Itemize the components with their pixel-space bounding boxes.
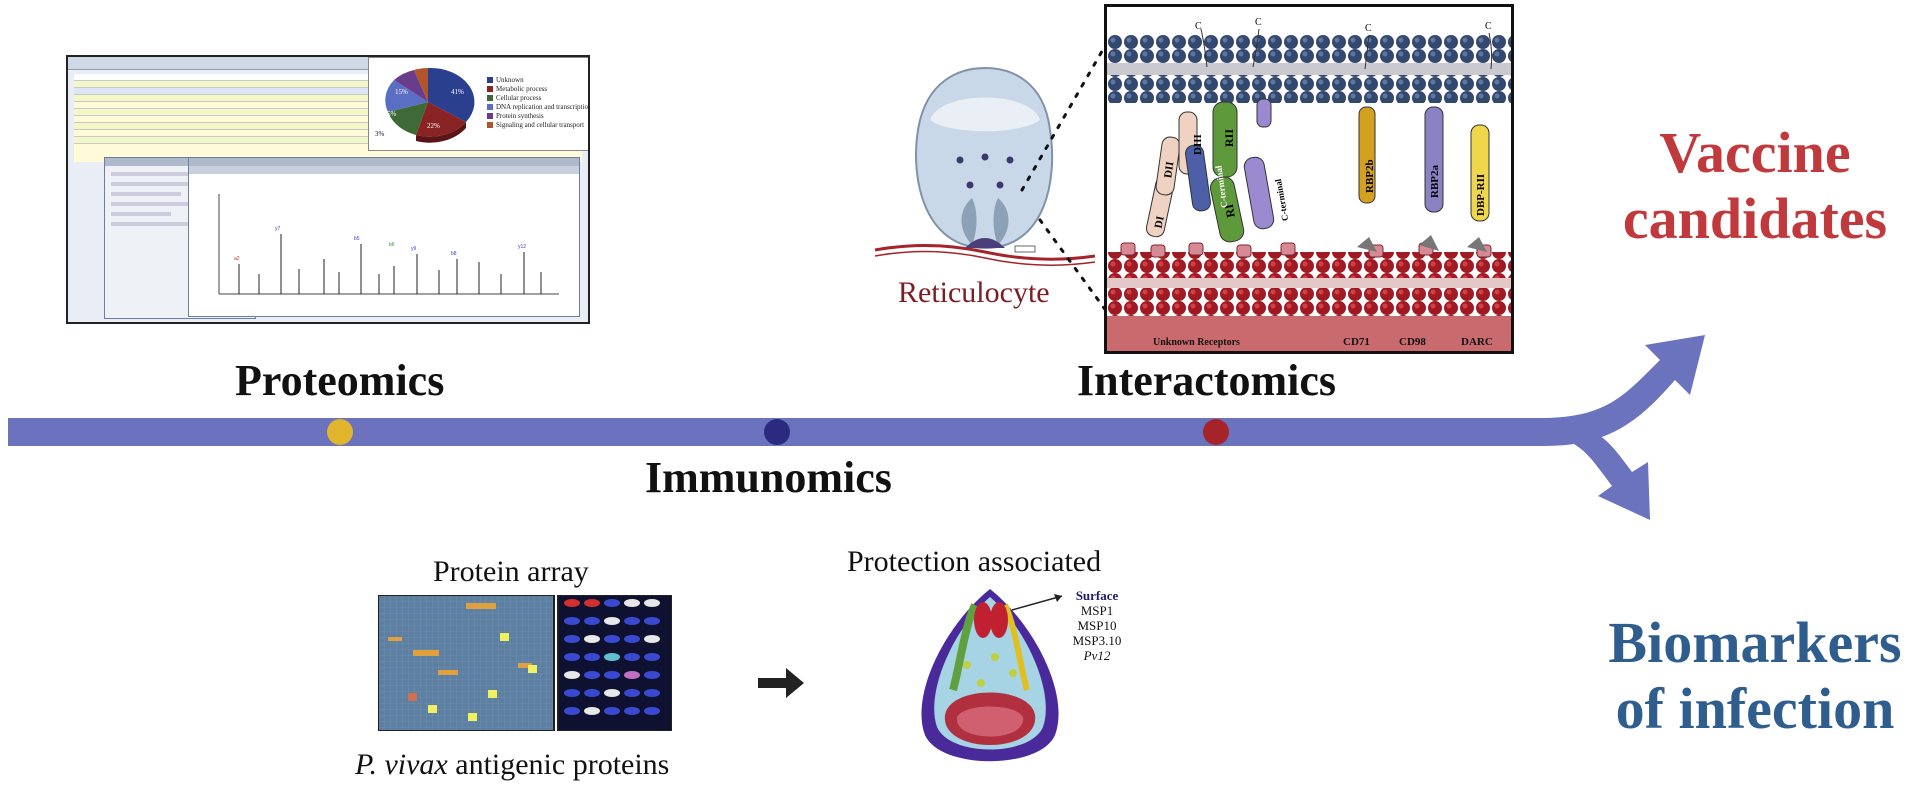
- pie-legend: Unknown Metabolic process Cellular proce…: [487, 76, 590, 130]
- domain-ri: RI: [1222, 203, 1238, 219]
- biomarker-line-1: Biomarkers: [1608, 610, 1902, 675]
- antigen-msp10: MSP10: [1077, 618, 1117, 633]
- protection-antigen-list: Surface MSP1 MSP10 MSP3.10 Pv12: [1067, 588, 1127, 663]
- protein-array-caption: P. vivax antigenic proteins: [355, 748, 669, 782]
- legend-item: DNA replication and transcription: [496, 103, 590, 111]
- receptor-cd71: CD71: [1343, 336, 1370, 348]
- domain-diii: DIII: [1192, 134, 1204, 155]
- caption-rest: antigenic proteins: [447, 748, 670, 781]
- reticulocyte-label: Reticulocyte: [898, 276, 1050, 309]
- ligand-rbp2a: RBP2a: [1429, 165, 1441, 199]
- antigen-msp3-10: MSP3.10: [1072, 633, 1122, 648]
- receptor-unknown: Unknown Receptors: [1153, 337, 1240, 348]
- pie-label-1: 41%: [451, 88, 464, 96]
- svg-text:b8: b8: [451, 251, 457, 257]
- ligand-dbp-rii: DBP-RII: [1475, 174, 1487, 216]
- pie-label-3: 15%: [395, 88, 408, 96]
- proteomics-pie-inset: 41% 22% 15% 6% 3% Unknown Metabolic proc…: [368, 57, 590, 151]
- pie-label-2: 22%: [427, 122, 440, 130]
- timeline-bar: [8, 335, 1705, 446]
- receptor-cd98: CD98: [1399, 336, 1426, 348]
- immunomics-label: Immunomics: [645, 453, 892, 502]
- legend-item: Unknown: [496, 76, 524, 84]
- proteomics-dot: [327, 419, 353, 445]
- legend-item: Metabolic process: [496, 85, 548, 93]
- flow-arrow: [758, 668, 804, 698]
- domain-dii: DII: [1162, 161, 1176, 179]
- antigen-surface: Surface: [1075, 588, 1119, 603]
- svg-text:y9: y9: [411, 246, 417, 252]
- protection-title: Protection associated: [847, 545, 1102, 578]
- svg-text:b5: b5: [354, 236, 360, 242]
- pie-label-5: 3%: [375, 130, 385, 138]
- svg-text:b6: b6: [389, 242, 395, 248]
- antigen-msp1: MSP1: [1080, 603, 1114, 618]
- biomarkers-label: Biomarkers of infection: [1590, 610, 1920, 742]
- array-spots: [564, 599, 660, 715]
- protein-array-title: Protein array: [433, 555, 589, 588]
- domain-rii: RII: [1222, 129, 1236, 147]
- svg-text:y7: y7: [275, 226, 281, 232]
- reticulocyte-illustration: [874, 66, 1096, 266]
- domain-cterminal-2: C-terminal: [1273, 178, 1290, 222]
- legend-item: Cellular process: [496, 94, 542, 102]
- merozoite-illustration: [921, 589, 1059, 762]
- protein-array-image: [378, 595, 672, 731]
- species-name: P. vivax: [355, 748, 448, 781]
- receptor-darc: DARC: [1461, 336, 1493, 348]
- zoom-leader-lines: [1020, 18, 1122, 332]
- proteomics-label: Proteomics: [235, 356, 445, 405]
- go-category-pie: 41% 22% 15% 6% 3%: [375, 67, 475, 143]
- surface-pointer-line: [1011, 594, 1063, 611]
- legend-item: Signaling and cellular transport: [496, 121, 585, 129]
- vaccine-line-1: Vaccine: [1659, 120, 1851, 185]
- spectrum-pane: y7 b5 y9 b8 y12 b6 a2: [188, 157, 580, 317]
- interactomics-dot: [1203, 419, 1229, 445]
- c-terminus-mark: C: [1195, 21, 1202, 32]
- proteomics-software-screenshot: y7 b5 y9 b8 y12 b6 a2 41% 22% 15% 6% 3%: [66, 55, 590, 324]
- mass-spectrum-plot: y7 b5 y9 b8 y12 b6 a2: [218, 194, 559, 295]
- c-terminus-mark: C: [1485, 21, 1492, 32]
- interactomics-panel: C C C C DI DII DIII RII RI C-terminal C-…: [1104, 4, 1514, 354]
- c-terminus-mark: C: [1255, 17, 1262, 28]
- vaccine-candidates-label: Vaccine candidates: [1590, 120, 1920, 252]
- membrane-illustration: C C C C DI DII DIII RII RI C-terminal C-…: [1107, 17, 1511, 351]
- legend-item: Protein synthesis: [496, 112, 544, 120]
- vaccine-line-2: candidates: [1622, 186, 1888, 251]
- antigen-pv12: Pv12: [1083, 648, 1111, 663]
- c-terminus-mark: C: [1365, 23, 1372, 34]
- biomarker-line-2: of infection: [1615, 676, 1895, 741]
- ligand-rbp2b: RBP2b: [1364, 159, 1376, 193]
- domain-di: DI: [1153, 215, 1167, 229]
- immunomics-dot: [764, 419, 790, 445]
- timeline-branch: [1520, 420, 1650, 520]
- interactomics-label: Interactomics: [1077, 356, 1337, 405]
- svg-text:y12: y12: [518, 244, 526, 250]
- pie-label-4: 6%: [387, 110, 397, 118]
- svg-text:a2: a2: [234, 256, 240, 262]
